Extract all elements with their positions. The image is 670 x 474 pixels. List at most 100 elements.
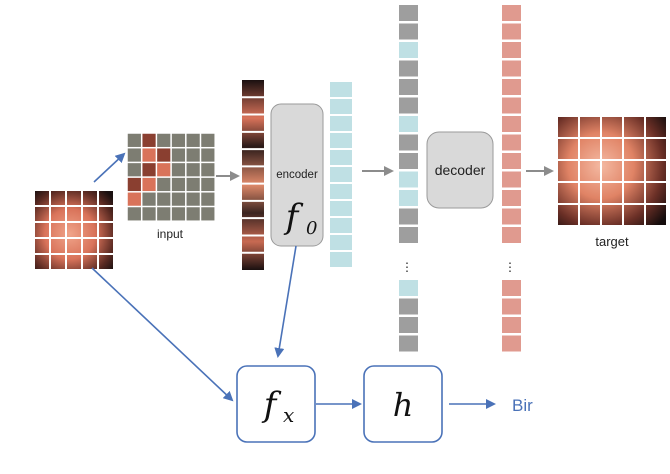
- masked-patch: [142, 192, 156, 206]
- masked-patch: [171, 207, 186, 221]
- decoder-input-token: [399, 153, 418, 169]
- encoder-output-tokens: [330, 82, 352, 267]
- decoder-input-token: [399, 60, 418, 77]
- masked-patch: [157, 207, 171, 221]
- encoder-module: encoder f 0: [270, 103, 324, 247]
- f0-subscript: 0: [306, 218, 317, 239]
- masked-patch: [201, 133, 215, 147]
- visible-patch: [157, 148, 171, 162]
- decoder-output-token: [502, 227, 521, 243]
- decoder-input-token: [399, 280, 418, 296]
- masked-patch: [201, 148, 215, 162]
- arrow-source-to-fx: [91, 267, 234, 402]
- encoder-token: [330, 167, 352, 182]
- decoder-input-token: [399, 23, 418, 40]
- decoder-output-token: [502, 23, 521, 40]
- decoder-output-token: [502, 97, 521, 114]
- masked-patch: [127, 148, 141, 162]
- decoder-input-tokens: [399, 5, 418, 352]
- encoder-token: [330, 184, 352, 199]
- masked-patch: [186, 177, 200, 192]
- output-label: Bir: [512, 396, 533, 415]
- decoder-output-token: [502, 42, 521, 58]
- decoder-input-token: [399, 317, 418, 333]
- target-label: target: [595, 234, 629, 249]
- visible-patch: [142, 163, 156, 177]
- visible-patch: [127, 177, 141, 192]
- encoder-token: [330, 218, 352, 233]
- decoder-input-token: [399, 171, 418, 188]
- input-masked-grid: [127, 133, 216, 222]
- masked-patch: [142, 207, 156, 221]
- decoder-output-token: [502, 79, 521, 95]
- masked-patch: [171, 192, 186, 206]
- visible-patch: [127, 192, 141, 206]
- fx-box: f x: [236, 365, 316, 443]
- masked-patch: [186, 148, 200, 162]
- encoder-token: [330, 252, 352, 267]
- masked-patch: [171, 148, 186, 162]
- decoder-output-token: [502, 153, 521, 169]
- h-symbol: h: [393, 386, 414, 424]
- visible-patch: [142, 148, 156, 162]
- masked-patch: [201, 163, 215, 177]
- decoder-input-token: [399, 116, 418, 132]
- visible-patch: [142, 133, 156, 147]
- source-image: [33, 189, 115, 271]
- decoder-input-token: [399, 5, 418, 21]
- encoder-input-patches: [242, 80, 264, 270]
- masked-patch: [157, 133, 171, 147]
- decoder-output-token: [502, 60, 521, 77]
- decoder-input-token: [399, 227, 418, 243]
- decoder-output-token: [502, 208, 521, 225]
- decoder-output-token: [502, 171, 521, 188]
- encoder-token: [330, 116, 352, 131]
- encoder-token: [330, 150, 352, 165]
- masked-patch: [157, 177, 171, 192]
- decoder-output-token: [502, 280, 521, 296]
- decoder-output-ellipsis: ⋮: [504, 260, 516, 274]
- masked-patch: [171, 133, 186, 147]
- masked-patch: [201, 207, 215, 221]
- masked-patch: [127, 163, 141, 177]
- decoder-output-token: [502, 190, 521, 206]
- masked-patch: [171, 177, 186, 192]
- encoder-label: encoder: [276, 169, 318, 181]
- decoder-input-token: [399, 335, 418, 352]
- visible-patch: [157, 163, 171, 177]
- masked-patch: [127, 133, 141, 147]
- masked-patch: [186, 192, 200, 206]
- arrow-source-to-input: [93, 152, 126, 183]
- encoder-token: [330, 99, 352, 114]
- decoder-output-token: [502, 335, 521, 352]
- decoder-output-token: [502, 317, 521, 333]
- decoder-input-token: [399, 134, 418, 151]
- input-label: input: [157, 227, 184, 241]
- decoder-output-token: [502, 116, 521, 132]
- encoder-token: [330, 201, 352, 216]
- gray-arrows: [216, 166, 554, 181]
- masked-patch: [171, 163, 186, 177]
- decoder-input-token: [399, 97, 418, 114]
- decoder-output-tokens: [502, 5, 521, 352]
- arrow-f0-to-fx: [274, 245, 297, 358]
- masked-patch: [201, 192, 215, 206]
- encoder-token: [330, 133, 352, 148]
- target-image: [556, 115, 668, 227]
- decoder-output-token: [502, 298, 521, 315]
- masked-patch: [186, 133, 200, 147]
- decoder-input-token: [399, 208, 418, 225]
- masked-patch: [186, 163, 200, 177]
- decoder-input-ellipsis: ⋮: [401, 260, 413, 274]
- masked-patch: [157, 192, 171, 206]
- visible-patch: [142, 177, 156, 192]
- input-grid-bg: [127, 133, 216, 222]
- decoder-input-token: [399, 42, 418, 58]
- blue-arrows: [91, 152, 496, 409]
- masked-patch: [186, 207, 200, 221]
- masked-patch: [127, 207, 141, 221]
- h-box: h: [363, 365, 443, 443]
- encoder-token: [330, 82, 352, 97]
- masked-patch: [201, 177, 215, 192]
